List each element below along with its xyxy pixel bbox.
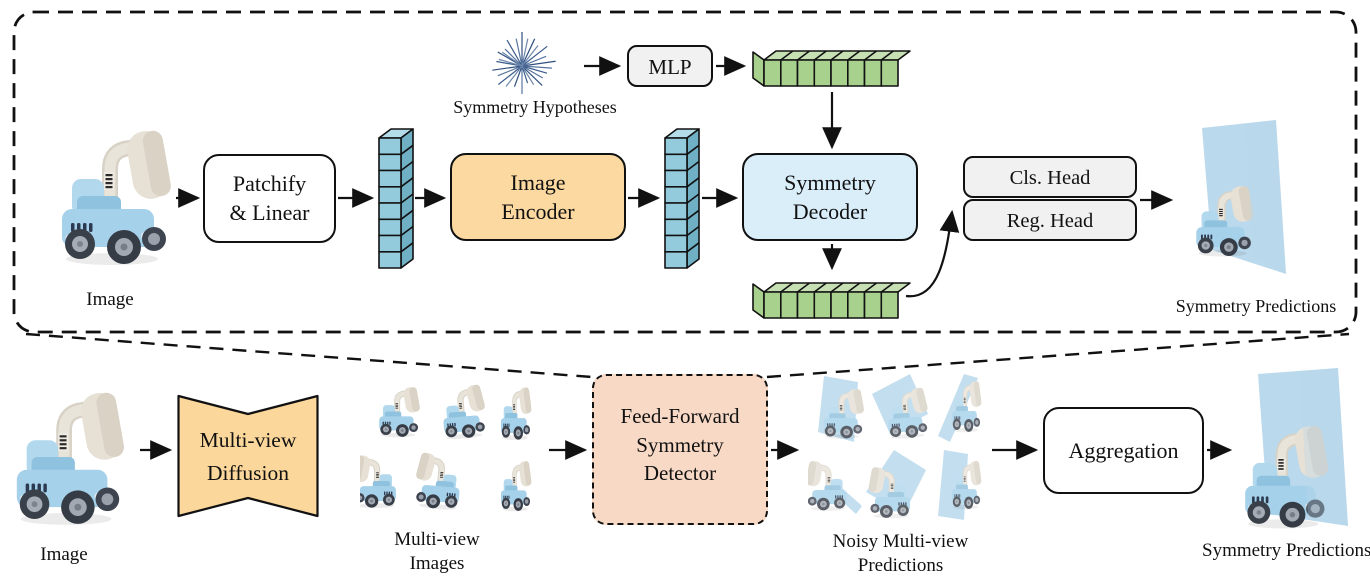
symmetry-prediction-render-top <box>1188 120 1286 274</box>
patchify-line1: Patchify <box>232 171 307 196</box>
symmetry-decoder-box: Symmetry Decoder <box>742 153 918 241</box>
diffusion-label: Multi-view Diffusion <box>177 424 319 490</box>
encoder-line2: Encoder <box>501 199 575 224</box>
decoder-line1: Symmetry <box>784 170 876 195</box>
multiview-label-line2: Images <box>409 553 465 574</box>
hypotheses-label: Symmetry Hypotheses <box>453 97 617 117</box>
image-token-stack-2 <box>664 128 700 269</box>
input-truck-image-bottom <box>5 377 133 529</box>
multiview-images-grid <box>360 378 545 518</box>
image-token-stack-1 <box>378 128 414 269</box>
noisy-label-line2: Predictions <box>857 555 944 576</box>
decoder-line2: Decoder <box>792 199 868 224</box>
multiview-label-line1: Multi-view <box>394 529 480 550</box>
diffusion-line2: Diffusion <box>206 461 290 485</box>
patchify-linear-box: Patchify & Linear <box>203 154 336 243</box>
reg-head-box: Reg. Head <box>963 199 1137 241</box>
feed-forward-detector-box: Feed-Forward Symmetry Detector <box>592 374 768 525</box>
detector-line2: Symmetry <box>636 432 724 457</box>
zoom-connector-left <box>25 332 593 379</box>
patchify-line2: & Linear <box>229 200 310 225</box>
noisy-label-line1: Noisy Multi-view <box>832 531 969 552</box>
noisy-predictions-grid <box>808 374 988 524</box>
image-label-bottom: Image <box>40 544 88 565</box>
hypothesis-token-row-output <box>752 282 911 319</box>
input-truck-image-top <box>50 113 180 271</box>
multiview-images-label: Multi-view Images <box>357 528 517 576</box>
aggregation-box: Aggregation <box>1043 407 1204 494</box>
cls-head-box: Cls. Head <box>963 156 1137 198</box>
noisy-predictions-label: Noisy Multi-view Predictions <box>798 530 1003 578</box>
hypothesis-token-row-input <box>752 50 911 87</box>
detector-line3: Detector <box>643 461 717 485</box>
image-label-top: Image <box>86 289 134 310</box>
symmetry-prediction-render-bottom <box>1236 368 1348 541</box>
predictions-label-top: Symmetry Predictions <box>1175 296 1337 316</box>
multiview-diffusion-shape <box>177 394 319 518</box>
encoder-line1: Image <box>510 170 566 195</box>
predictions-label-bottom: Symmetry Predictions <box>1202 540 1370 561</box>
diffusion-line1: Multi-view <box>199 428 297 452</box>
image-encoder-box: Image Encoder <box>450 153 626 241</box>
detector-line1: Feed-Forward <box>620 404 740 428</box>
mlp-box: MLP <box>627 45 713 87</box>
